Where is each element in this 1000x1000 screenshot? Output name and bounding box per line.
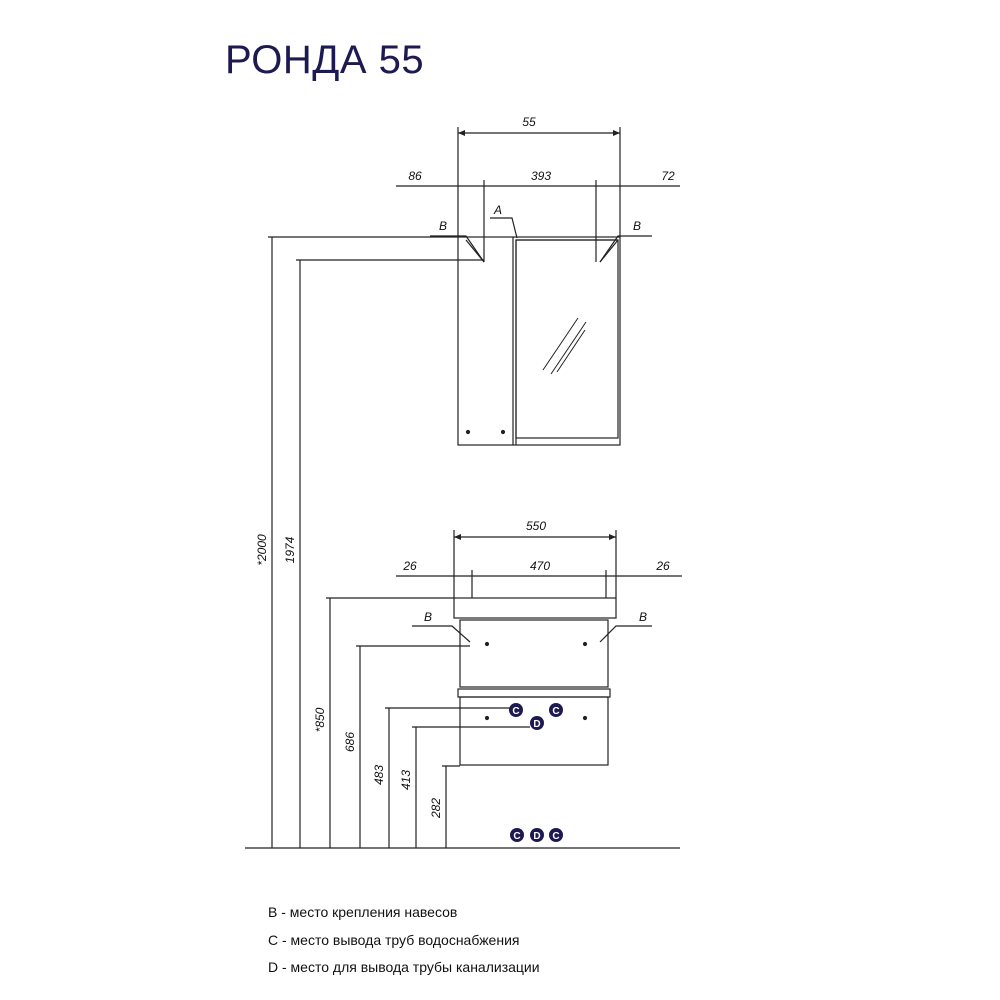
mark-b-mirror-left: B xyxy=(439,219,447,233)
mark-b-vanity-left: B xyxy=(424,610,432,624)
floor-marker-c-left-label: C xyxy=(513,831,520,842)
marker-c-left-label: C xyxy=(512,706,519,717)
height-2000: *2000 xyxy=(255,534,269,566)
marker-d-label: D xyxy=(533,719,540,730)
height-850: *850 xyxy=(313,707,327,732)
vanity-upper-drawer xyxy=(459,619,609,688)
height-282: 282 xyxy=(429,798,443,819)
dim-mirror-offset-center: 393 xyxy=(531,169,551,183)
floor-marker-c-right-label: C xyxy=(552,831,559,842)
dim-vanity-width: 550 xyxy=(526,519,546,533)
dim-mirror-offset-right: 72 xyxy=(661,169,675,183)
dim-mirror-width: 55 xyxy=(522,115,536,129)
legend-d: D - место для вывода трубы канализации xyxy=(268,959,540,975)
mark-a: A xyxy=(493,203,502,217)
marker-c-right-label: C xyxy=(552,706,559,717)
dim-vanity-offset-center: 470 xyxy=(530,559,550,573)
height-686: 686 xyxy=(343,732,357,752)
height-1974: 1974 xyxy=(283,536,297,563)
legend: B - место крепления навесов C - место вы… xyxy=(268,904,540,975)
mirror-panel xyxy=(515,239,619,439)
diagram-title: РОНДА 55 xyxy=(225,38,425,82)
height-483: 483 xyxy=(372,765,386,785)
mark-b-vanity-right: B xyxy=(639,610,647,624)
vanity-lower-drawer xyxy=(459,696,609,766)
dim-vanity-offset-right: 26 xyxy=(655,559,670,573)
marker-d xyxy=(530,716,544,730)
floor-marker-c-right xyxy=(549,828,563,842)
legend-c: C - место вывода труб водоснабжения xyxy=(268,932,519,948)
dim-mirror-offset-left: 86 xyxy=(408,169,422,183)
mirror-cabinet xyxy=(457,236,621,446)
vanity-countertop xyxy=(453,597,617,619)
vanity-unit xyxy=(396,530,682,766)
vanity-pipe-markers: C D C xyxy=(509,703,563,730)
floor-marker-d-label: D xyxy=(533,831,540,842)
mirror-cabinet-outline xyxy=(457,236,621,446)
marker-c-right xyxy=(549,703,563,717)
marker-c-left xyxy=(509,703,523,717)
height-413: 413 xyxy=(399,770,413,790)
dim-vanity-offset-left: 26 xyxy=(402,559,417,573)
floor-marker-d xyxy=(530,828,544,842)
height-dimensions xyxy=(268,236,530,848)
mark-b-mirror-right: B xyxy=(633,219,641,233)
floor-marker-c-left xyxy=(510,828,524,842)
legend-b: B - место крепления навесов xyxy=(268,904,457,920)
floor-pipe-markers: C D C xyxy=(510,828,563,842)
